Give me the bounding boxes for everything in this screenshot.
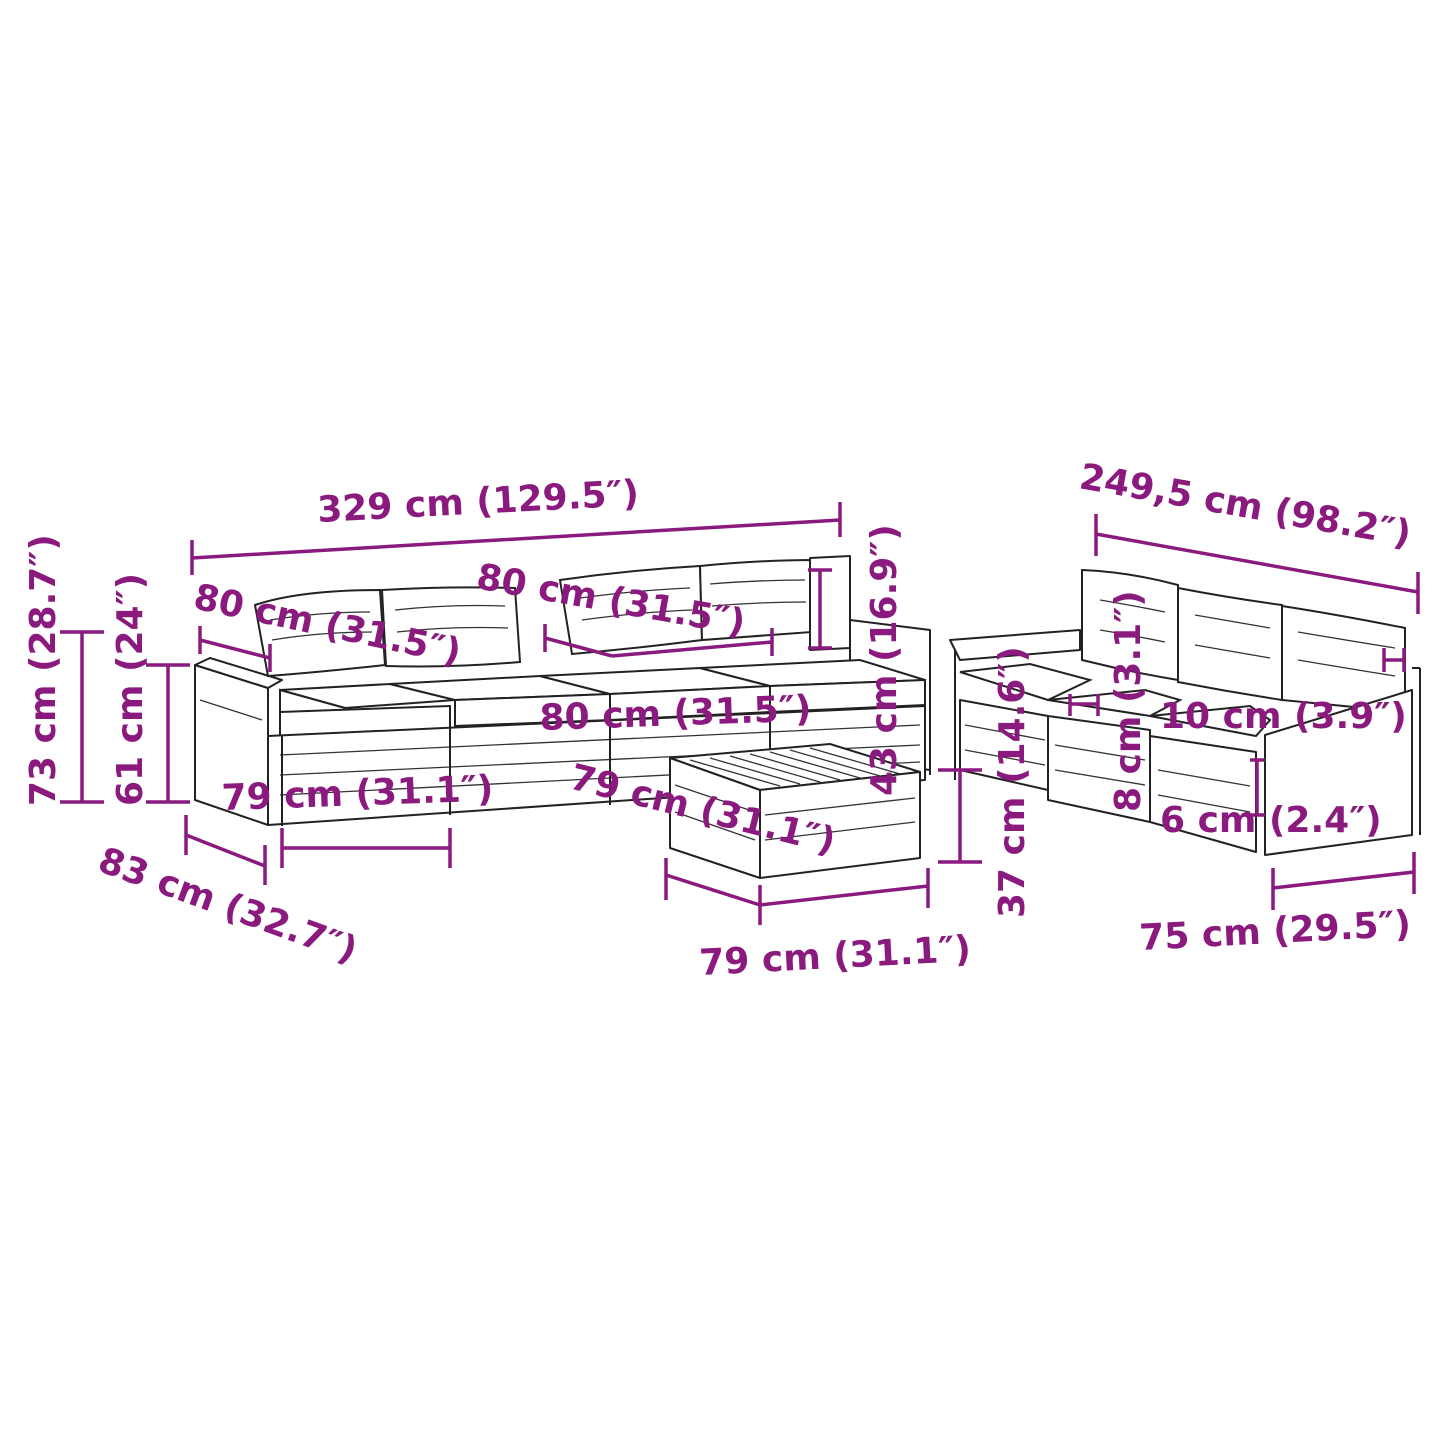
label-total-width: 329 cm (129.5″) (316, 473, 640, 531)
corner-sofa-drawing (949, 568, 1421, 856)
seat-cushions (279, 658, 926, 738)
label-total-depth: 83 cm (32.7″) (93, 840, 362, 971)
label-seat-depth: 79 cm (31.1″) (221, 769, 494, 819)
label-armrest-height: 8 cm (3.1″) (1108, 590, 1149, 812)
dimension-lines (60, 502, 1420, 925)
label-cushion-height: 43 cm (16.9″) (864, 524, 905, 796)
long-sofa-drawing (194, 555, 931, 826)
label-armrest-width: 10 cm (3.9″) (1160, 696, 1407, 737)
label-chair-depth: 75 cm (29.5″) (1138, 904, 1412, 959)
label-total-height: 73 cm (28.7″) (23, 534, 64, 806)
back-cushions-left (253, 558, 817, 678)
coffee-table-drawing (669, 743, 921, 879)
corner-back-cushions (1081, 568, 1406, 714)
label-backrest-height: 61 cm (24″) (110, 573, 151, 806)
label-seat-height: 37 cm (14.6″) (992, 646, 1033, 918)
label-table-width: 79 cm (31.1″) (698, 929, 972, 984)
label-armrest-thickness: 6 cm (2.4″) (1160, 800, 1382, 841)
label-seat-width-c: 80 cm (31.5″) (539, 689, 812, 739)
